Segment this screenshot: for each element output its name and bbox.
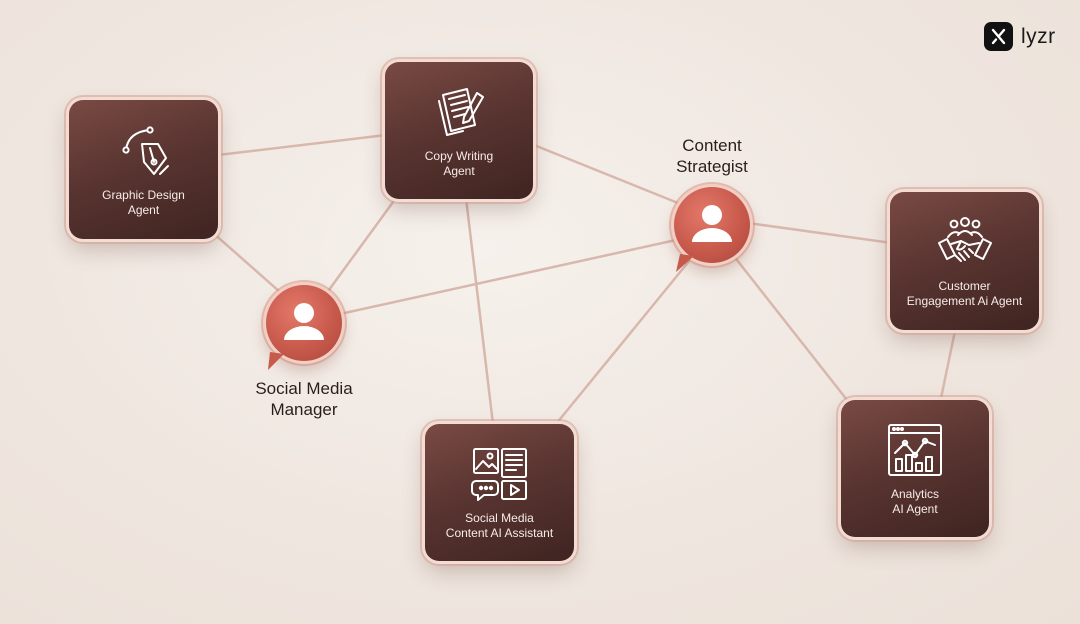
- pen-tool-icon: [121, 125, 169, 175]
- connector-customer-analytics: [938, 329, 957, 405]
- document-pencil-icon: [438, 87, 484, 136]
- social-media-manager-avatar[interactable]: [266, 285, 342, 361]
- media-content-icon: [470, 447, 527, 501]
- connector-graphic-copy: [216, 133, 388, 157]
- connector-strategist-customer: [746, 221, 894, 245]
- handshake-people-icon: [937, 217, 992, 262]
- analytics-agent-label: Analytics AI Agent: [890, 486, 940, 516]
- lyzr-logo-icon: [984, 22, 1013, 51]
- connector-smm-strategist: [338, 238, 678, 316]
- graphic-design-agent-card[interactable]: Graphic Design Agent: [69, 100, 218, 239]
- connector-copy-strategist: [532, 143, 680, 205]
- user-icon: [692, 205, 732, 242]
- connector-strategist-analytics: [731, 253, 853, 407]
- connector-copy-smm: [324, 196, 398, 296]
- copy-writing-agent-label: Copy Writing Agent: [424, 148, 494, 178]
- social-content-agent-label: Social Media Content AI Assistant: [445, 510, 554, 540]
- speech-tail-icon: [268, 352, 284, 370]
- speech-tail-icon: [676, 254, 694, 272]
- connector-copy-social: [464, 196, 495, 426]
- copy-writing-agent-card[interactable]: Copy Writing Agent: [385, 62, 533, 199]
- brand-logo: lyzr: [984, 22, 1056, 51]
- graphic-design-agent-label: Graphic Design Agent: [102, 187, 185, 217]
- customer-engagement-agent-label: Customer Engagement Ai Agent: [906, 279, 1023, 308]
- social-content-agent-card[interactable]: Social Media Content AI Assistant: [425, 424, 574, 561]
- analytics-agent-card[interactable]: Analytics AI Agent: [841, 400, 989, 537]
- connector-strategist-social: [554, 258, 692, 426]
- content-strategist-avatar[interactable]: [674, 187, 750, 263]
- connector-graphic-smm: [210, 230, 282, 294]
- social-media-manager-label: Social Media Manager: [255, 379, 353, 419]
- content-strategist-label: Content Strategist: [676, 136, 748, 176]
- customer-engagement-agent-card[interactable]: Customer Engagement Ai Agent: [890, 192, 1039, 330]
- brand-name: lyzr: [1021, 24, 1056, 48]
- analytics-chart-icon: [888, 423, 942, 476]
- user-icon: [284, 303, 324, 340]
